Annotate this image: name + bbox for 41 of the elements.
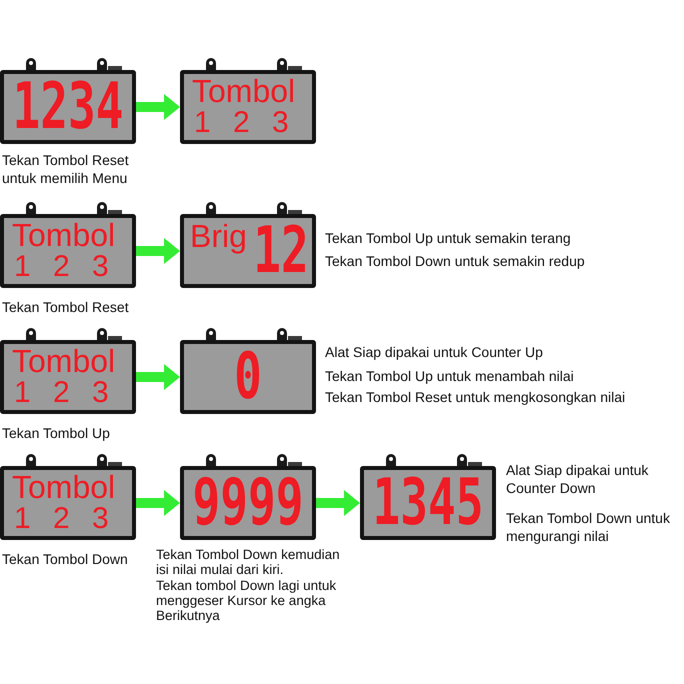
instruction-text: Alat Siap dipakai untuk Counter Down: [506, 461, 650, 497]
display-word: Brig: [190, 220, 247, 252]
menu-options: 1 2 3: [194, 108, 289, 138]
dot-matrix-digits: 9999: [192, 466, 304, 540]
instruction-text: Tekan Tombol Down untuk mengurangi nilai: [506, 509, 671, 545]
instruction-text: Alat Siap dipakai untuk Counter Up: [325, 343, 544, 361]
instruction-text: Tekan Tombol Reset untuk memilih Menu: [2, 151, 130, 187]
menu-options: 1 2 3: [14, 378, 109, 408]
display-word: Tombol: [192, 75, 296, 107]
led-display-panel: [0, 466, 136, 540]
instruction-text: Tekan Tombol Down kemudian isi nilai mulai dari kiri.: [156, 547, 341, 577]
dot-matrix-digits: 1234: [12, 70, 124, 144]
led-display-panel: [180, 466, 316, 540]
led-display-panel: [360, 466, 496, 540]
instruction-text: Tekan Tombol Up untuk menambah nilai: [325, 367, 575, 385]
led-display-panel: [0, 70, 136, 144]
dot-matrix-digits: 0: [234, 340, 262, 414]
led-display-panel: [0, 214, 136, 288]
instruction-text: Tekan Tombol Down untuk semakin redup: [325, 252, 586, 270]
arrow: [136, 94, 180, 120]
display-word: Tombol: [12, 471, 116, 503]
dot-matrix-digits: 12: [253, 214, 309, 288]
led-display-panel: [180, 214, 316, 288]
instruction-text: Tekan Tombol Down: [2, 550, 129, 568]
led-display-panel: [180, 340, 316, 414]
instruction-text: Tekan Tombol Reset: [2, 298, 130, 316]
instruction-text: Tekan tombol Down lagi untuk menggeser Kursor ke angka Berikutnya: [156, 578, 338, 623]
led-display-panel: [0, 340, 136, 414]
instruction-text: Tekan Tombol Up: [2, 424, 111, 442]
arrow: [136, 238, 180, 264]
arrow: [316, 490, 360, 516]
display-word: Tombol: [12, 345, 116, 377]
instruction-text: Tekan Tombol Reset untuk mengkosongkan nilai: [325, 388, 626, 406]
dot-matrix-digits: 1345: [372, 466, 484, 540]
arrow: [136, 490, 180, 516]
display-word: Tombol: [12, 219, 116, 251]
menu-options: 1 2 3: [14, 252, 109, 282]
instruction-text: Tekan Tombol Up untuk semakin terang: [325, 229, 572, 247]
menu-options: 1 2 3: [14, 504, 109, 534]
led-display-panel: [180, 70, 316, 144]
arrow: [136, 364, 180, 390]
